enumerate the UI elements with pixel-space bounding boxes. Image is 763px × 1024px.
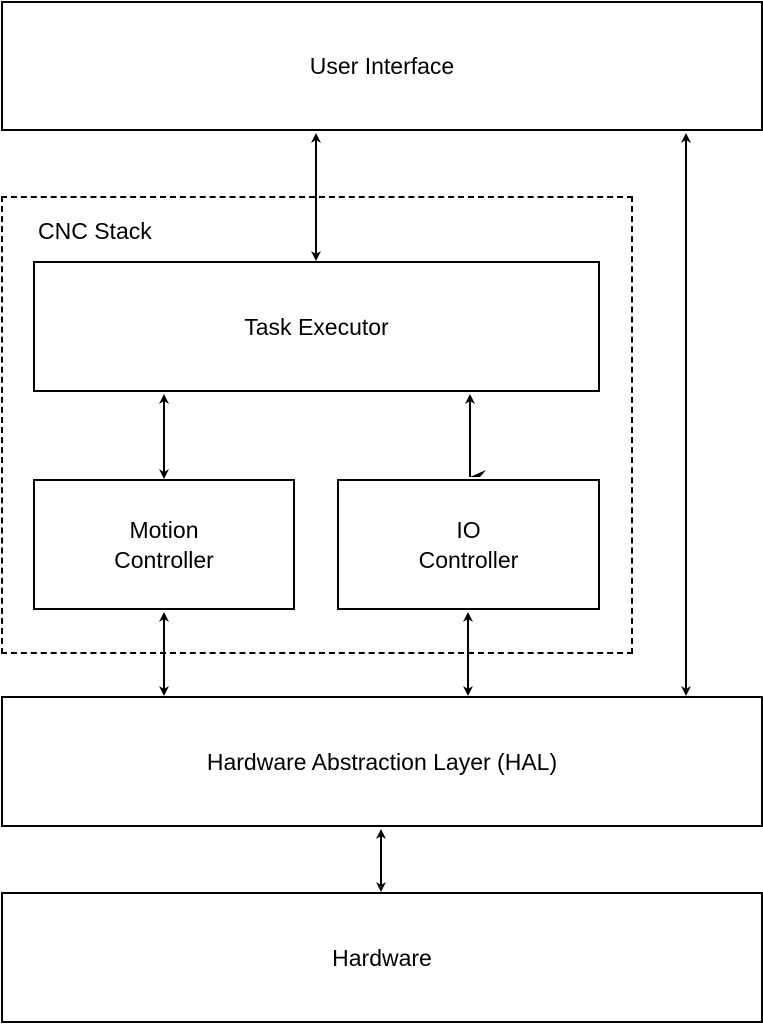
io-controller-node: IO Controller xyxy=(337,479,600,610)
task-executor-label: Task Executor xyxy=(244,313,389,340)
io-controller-label-line1: IO xyxy=(456,516,481,543)
user-interface-node: User Interface xyxy=(1,1,763,131)
hal-label: Hardware Abstraction Layer (HAL) xyxy=(206,748,558,775)
hal-node: Hardware Abstraction Layer (HAL) xyxy=(1,696,763,827)
cnc-stack-label: CNC Stack xyxy=(38,218,152,244)
io-controller-label-line2: Controller xyxy=(418,546,519,573)
motion-controller-label-line1: Motion xyxy=(129,516,199,543)
task-executor-node: Task Executor xyxy=(33,261,600,392)
hardware-node: Hardware xyxy=(1,892,763,1023)
motion-controller-node: Motion Controller xyxy=(33,479,295,610)
motion-controller-label-line2: Controller xyxy=(114,546,214,573)
user-interface-label: User Interface xyxy=(309,53,455,79)
hardware-label: Hardware xyxy=(332,944,432,971)
